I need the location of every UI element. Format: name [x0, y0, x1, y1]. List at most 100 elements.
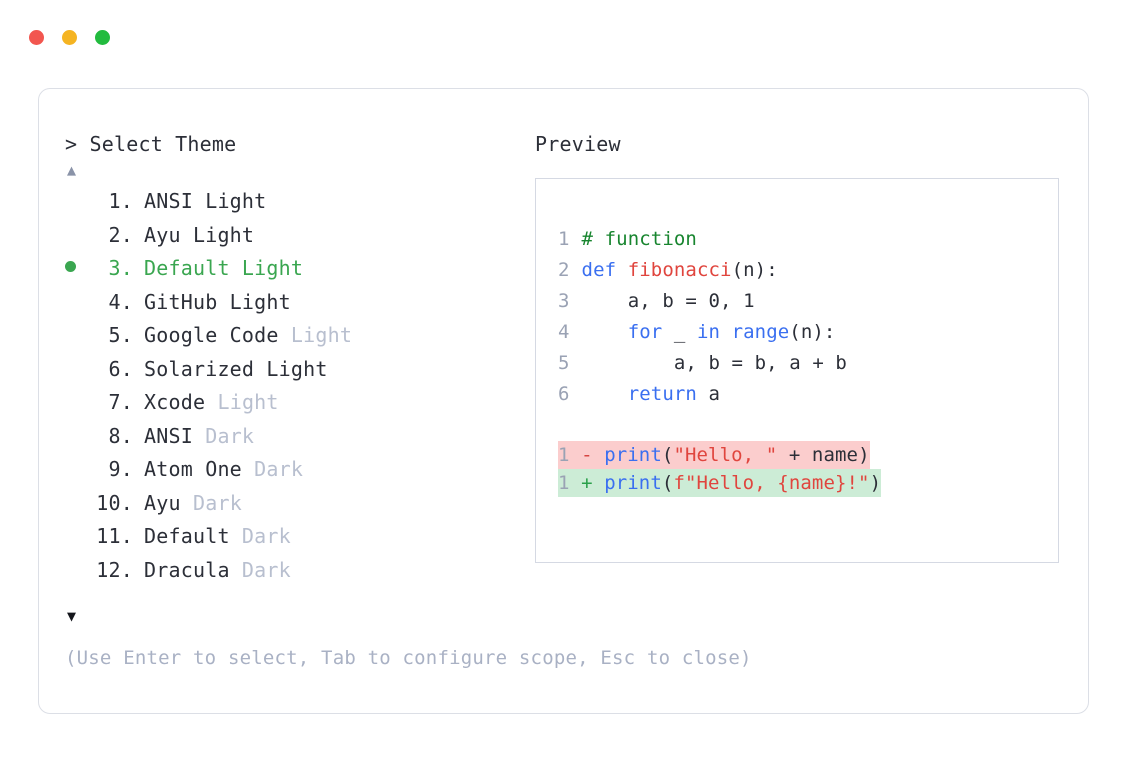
diff-line-number: 1 [558, 444, 570, 466]
diff-row-added: 1 + print(f"Hello, {name}!") [558, 469, 1058, 497]
code-token-keyword: in [696, 321, 721, 343]
theme-index: 12. [96, 557, 133, 582]
code-token-plain: a [708, 383, 721, 405]
theme-name: Ayu Light [144, 222, 255, 247]
theme-index: 3. [96, 256, 133, 280]
scroll-down-icon[interactable]: ▼ [67, 607, 77, 625]
code-token-punct: ( [661, 472, 674, 494]
prompt-spacer [77, 132, 89, 156]
theme-list-item-selected[interactable]: 3. Default Light [65, 252, 535, 286]
diff-row-removed: 1 - print("Hello, " + name) [558, 441, 1058, 469]
theme-list-item[interactable]: 6. Solarized Light [65, 353, 535, 387]
page-title: Select Theme [89, 132, 237, 156]
code-token-punct: ) [858, 444, 870, 466]
theme-selector-column: > Select Theme ▲ 1. ANSI Light 2. Ayu Li… [65, 131, 535, 629]
scroll-up-icon[interactable]: ▲ [67, 161, 77, 179]
close-dot[interactable] [29, 30, 44, 45]
code-line: 2 def fibonacci(n): [558, 255, 1058, 286]
code-block: 1 # function 2 def fibonacci(n): 3 a, b … [558, 224, 1058, 410]
maximize-dot[interactable] [95, 30, 110, 45]
theme-name: GitHub Light [144, 289, 291, 314]
theme-index: 1. [96, 189, 133, 213]
code-token-string: "Hello, " [673, 444, 778, 466]
code-token-keyword: def [581, 259, 617, 281]
line-number: 2 [558, 259, 570, 281]
theme-variant-tag: Dark [229, 557, 291, 582]
preview-panel: 1 # function 2 def fibonacci(n): 3 a, b … [535, 178, 1059, 563]
diff-marker-added: + [581, 472, 593, 494]
preview-column: Preview 1 # function 2 def fibonacci(n):… [535, 131, 1065, 563]
theme-list-item[interactable]: 2. Ayu Light [65, 219, 535, 253]
code-line: 3 a, b = 0, 1 [558, 286, 1058, 317]
theme-index: 9. [96, 457, 133, 481]
line-number: 5 [558, 352, 570, 374]
theme-variant-tag: Dark [229, 524, 291, 548]
code-token-function: fibonacci [627, 259, 732, 281]
theme-list-item[interactable]: 1. ANSI Light [65, 185, 535, 219]
code-token-plain: _ [662, 321, 697, 343]
code-line: 6 return a [558, 379, 1058, 410]
code-line: 1 # function [558, 224, 1058, 255]
code-token-keyword: return [627, 383, 697, 405]
code-token-string: f"Hello, {name}!" [673, 472, 870, 494]
theme-index: 2. [96, 222, 133, 247]
window-titlebar [0, 0, 1129, 78]
theme-index: 10. [96, 490, 133, 515]
theme-index: 5. [96, 323, 133, 347]
code-token-punct: (n): [789, 321, 836, 343]
theme-index: 7. [96, 390, 133, 414]
code-token-plain [582, 321, 628, 343]
code-token-punct: ) [869, 472, 882, 494]
theme-list-item[interactable]: 4. GitHub Light [65, 286, 535, 320]
selection-bullet-slot [65, 252, 87, 286]
code-token-plain: a, b = 0, 1 [581, 290, 755, 312]
theme-name: Xcode [144, 390, 206, 414]
code-token-plain: a, b = b, a + b [581, 352, 847, 374]
theme-list-item[interactable]: 10. Ayu Dark [65, 487, 535, 521]
theme-name: Ayu [144, 490, 181, 515]
code-token-builtin: print [604, 472, 662, 494]
code-token-builtin: print [604, 444, 662, 466]
preview-label: Preview [535, 132, 621, 156]
code-token-plain: + name [777, 444, 859, 466]
keyboard-hint: (Use Enter to select, Tab to configure s… [65, 647, 752, 669]
theme-list: 1. ANSI Light 2. Ayu Light 3. Default Li… [65, 185, 535, 587]
line-number: 4 [558, 321, 570, 343]
code-token-builtin: range [731, 321, 790, 343]
theme-name: ANSI [144, 423, 193, 448]
theme-name: Default [144, 524, 230, 548]
theme-index: 11. [96, 524, 133, 548]
theme-index: 8. [96, 423, 133, 448]
theme-index: 4. [96, 289, 133, 314]
code-token-comment: # function [581, 228, 697, 250]
theme-variant-tag: Light [205, 390, 279, 414]
theme-list-item[interactable]: 9. Atom One Dark [65, 453, 535, 487]
theme-index: 6. [96, 356, 133, 381]
theme-list-item[interactable]: 7. Xcode Light [65, 386, 535, 420]
theme-name: ANSI Light [144, 189, 267, 213]
theme-name: Atom One [144, 457, 242, 481]
prompt-caret-icon: > [65, 132, 78, 156]
theme-variant-tag: Light [278, 323, 353, 347]
theme-variant-tag: Dark [241, 457, 304, 481]
diff-block: 1 - print("Hello, " + name) 1 + print(f"… [558, 441, 1058, 497]
code-line: 4 for _ in range(n): [558, 317, 1058, 348]
code-token-plain [582, 383, 628, 405]
theme-list-item[interactable]: 12. Dracula Dark [65, 554, 535, 588]
theme-list-item[interactable]: 5. Google Code Light [65, 319, 535, 353]
code-token-punct: ( [661, 444, 674, 466]
theme-variant-tag: Dark [180, 490, 242, 515]
theme-selector-card: > Select Theme ▲ 1. ANSI Light 2. Ayu Li… [38, 88, 1089, 714]
line-number: 1 [558, 228, 570, 250]
code-token-punct: (n): [731, 259, 778, 281]
theme-list-item[interactable]: 11. Default Dark [65, 520, 535, 554]
diff-marker-removed: - [581, 444, 593, 466]
line-number: 6 [558, 383, 570, 405]
code-line: 5 a, b = b, a + b [558, 348, 1058, 379]
diff-line-number: 1 [558, 472, 570, 494]
line-number: 3 [558, 290, 570, 312]
prompt-row: > Select Theme [65, 131, 535, 157]
minimize-dot[interactable] [62, 30, 77, 45]
theme-name: Google Code [144, 323, 279, 347]
theme-list-item[interactable]: 8. ANSI Dark [65, 420, 535, 454]
